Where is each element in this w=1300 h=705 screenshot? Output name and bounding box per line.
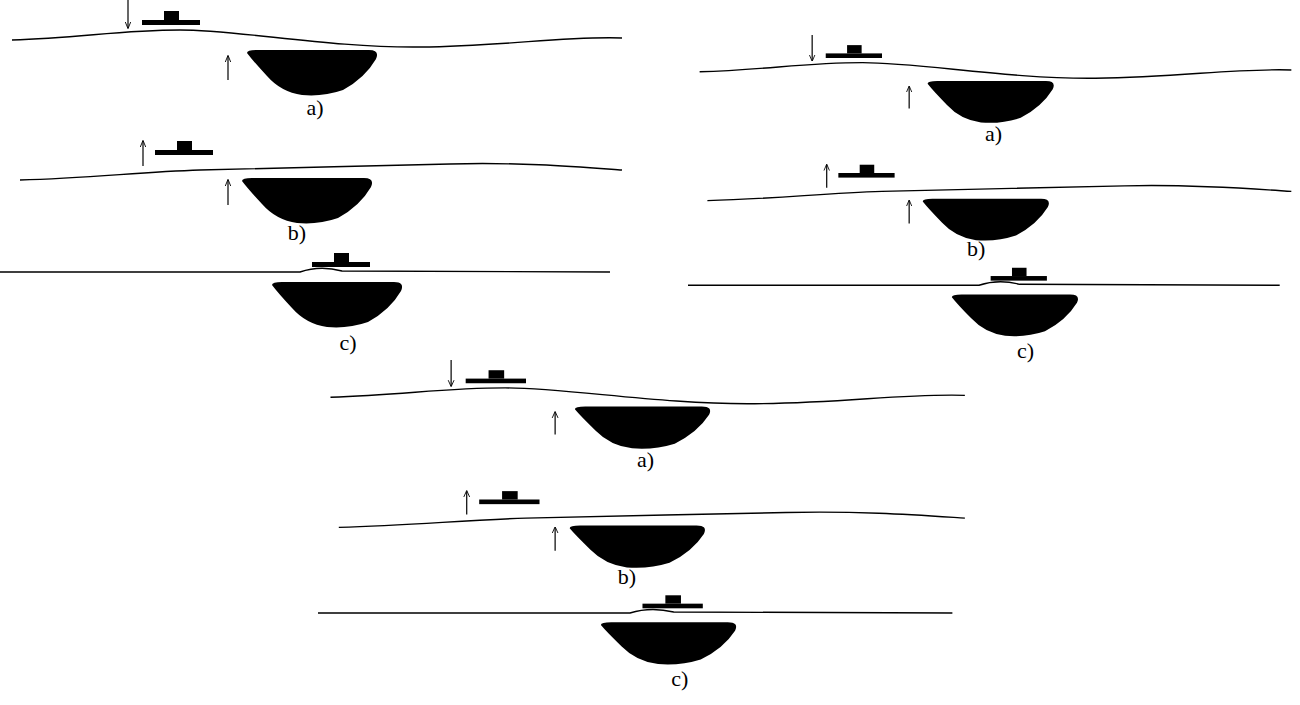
foundation-base bbox=[312, 262, 370, 267]
foundation-column bbox=[502, 491, 518, 499]
cavity-body bbox=[570, 526, 705, 568]
ground-surface bbox=[318, 609, 952, 613]
foundation-column bbox=[164, 11, 179, 20]
foundation-base bbox=[142, 20, 200, 25]
ground-surface bbox=[688, 282, 1280, 285]
ground-surface bbox=[20, 164, 622, 180]
ground-surface bbox=[707, 185, 1291, 200]
movement-arrow bbox=[909, 201, 910, 224]
cavity-body bbox=[575, 407, 710, 449]
movement-arrow bbox=[466, 491, 467, 514]
foundation-column bbox=[847, 45, 862, 53]
panel-label: c) bbox=[1017, 340, 1034, 362]
ground-surface bbox=[330, 388, 964, 404]
ground-surface bbox=[12, 30, 622, 47]
movement-arrow bbox=[227, 180, 228, 205]
figure-copy bbox=[318, 360, 965, 665]
ground-surface bbox=[339, 512, 965, 527]
foundation-column bbox=[665, 595, 681, 603]
movement-arrow bbox=[451, 360, 452, 386]
movement-arrow bbox=[812, 35, 813, 61]
foundation-base bbox=[642, 604, 702, 609]
cavity-body bbox=[923, 199, 1049, 241]
movement-arrow bbox=[127, 0, 128, 28]
foundation-base bbox=[466, 379, 526, 384]
movement-arrow bbox=[142, 141, 143, 166]
foundation-column bbox=[489, 370, 505, 378]
cavity-body bbox=[247, 50, 377, 95]
cavity-body bbox=[272, 282, 402, 327]
cavity-body bbox=[242, 178, 372, 223]
panel-label: a) bbox=[985, 123, 1002, 145]
movement-arrow bbox=[555, 527, 556, 550]
panel-label: a) bbox=[637, 449, 654, 471]
cavity-body bbox=[601, 622, 736, 664]
foundation-base bbox=[155, 150, 213, 155]
foundation-base bbox=[479, 500, 539, 505]
figure-copy bbox=[688, 35, 1291, 336]
foundation-column bbox=[177, 141, 192, 150]
ground-surface bbox=[0, 268, 610, 272]
foundation-base bbox=[838, 173, 894, 178]
movement-arrow bbox=[227, 56, 228, 80]
panel-label: a) bbox=[306, 97, 323, 119]
panel-label: b) bbox=[288, 222, 306, 244]
foundation-column bbox=[1012, 268, 1027, 276]
cavity-body bbox=[928, 81, 1054, 123]
figure-copy bbox=[0, 0, 622, 327]
movement-arrow bbox=[555, 412, 556, 434]
movement-arrow bbox=[909, 87, 910, 109]
foundation-column bbox=[334, 253, 349, 262]
panel-label: b) bbox=[618, 566, 636, 588]
panel-label: c) bbox=[671, 668, 688, 690]
panel-label: b) bbox=[967, 238, 985, 260]
movement-arrow bbox=[826, 165, 827, 188]
ground-surface bbox=[700, 63, 1292, 79]
panel-label: c) bbox=[339, 332, 356, 354]
foundation-base bbox=[826, 53, 882, 58]
cavity-body bbox=[952, 294, 1078, 336]
foundation-base bbox=[991, 276, 1047, 281]
foundation-column bbox=[860, 165, 875, 173]
